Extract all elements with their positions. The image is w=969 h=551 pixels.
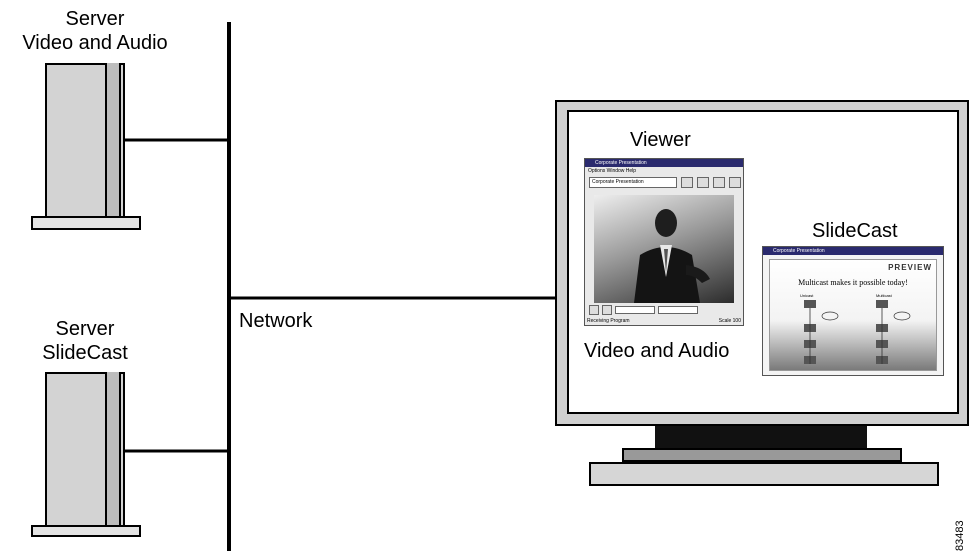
viewer-label: Viewer	[630, 129, 691, 151]
viewer-status-right: Scale 100	[718, 318, 741, 324]
volume-slider[interactable]	[615, 306, 655, 314]
viewer-window-title: Corporate Presentation	[585, 159, 743, 167]
viewer-toolbar: Corporate Presentation	[585, 175, 743, 189]
server-slidecast-label: Server SlideCast	[0, 317, 170, 365]
playback-controls	[589, 305, 739, 315]
tower-base	[31, 216, 141, 230]
presenter-image	[634, 209, 710, 303]
slidecast-window: Corporate Presentation PREVIEW Multicast…	[762, 246, 944, 376]
viewer-window: Corporate Presentation Options Window He…	[584, 158, 744, 326]
figure-id: 83483	[954, 520, 966, 551]
video-audio-label: Video and Audio	[584, 340, 730, 362]
slide-col-left: Unicast	[800, 293, 814, 298]
toolbar-button[interactable]	[697, 176, 709, 188]
slide-heading: Multicast makes it possible today!	[798, 278, 908, 287]
viewer-dropdown[interactable]: Corporate Presentation	[589, 176, 677, 188]
toolbar-button[interactable]	[729, 176, 741, 188]
video-frame	[594, 195, 734, 303]
stop-button[interactable]	[589, 305, 599, 315]
slide-diagram	[804, 300, 911, 364]
server-slidecast-label-line1: Server	[55, 318, 115, 340]
tower-panel	[105, 372, 121, 527]
monitor-base	[589, 462, 939, 486]
slide-area: PREVIEW Multicast makes it possible toda…	[769, 259, 937, 371]
server-video-label: Server Video and Audio	[0, 7, 190, 55]
monitor-neck	[655, 426, 867, 448]
slidecast-window-title: Corporate Presentation	[763, 247, 943, 255]
network-label: Network	[239, 310, 313, 332]
server-video-label-line1: Server	[65, 8, 125, 30]
tower-base	[31, 525, 141, 537]
balance-slider[interactable]	[658, 306, 698, 314]
server-video-label-line2: Video and Audio	[22, 32, 168, 54]
slide-brand: PREVIEW	[888, 263, 932, 272]
play-button[interactable]	[602, 305, 612, 315]
toolbar-button[interactable]	[681, 176, 693, 188]
monitor-neck-plate	[622, 448, 902, 462]
tower-panel	[105, 63, 121, 218]
toolbar-button[interactable]	[713, 176, 725, 188]
slide-col-right: Multicast	[876, 293, 892, 298]
viewer-status-bar: Receiving Program Scale 100	[587, 317, 741, 325]
slidecast-label: SlideCast	[812, 220, 898, 242]
viewer-status-left: Receiving Program	[587, 318, 630, 324]
viewer-menu-bar: Options Window Help	[588, 168, 637, 174]
server-slidecast-label-line2: SlideCast	[42, 342, 128, 364]
